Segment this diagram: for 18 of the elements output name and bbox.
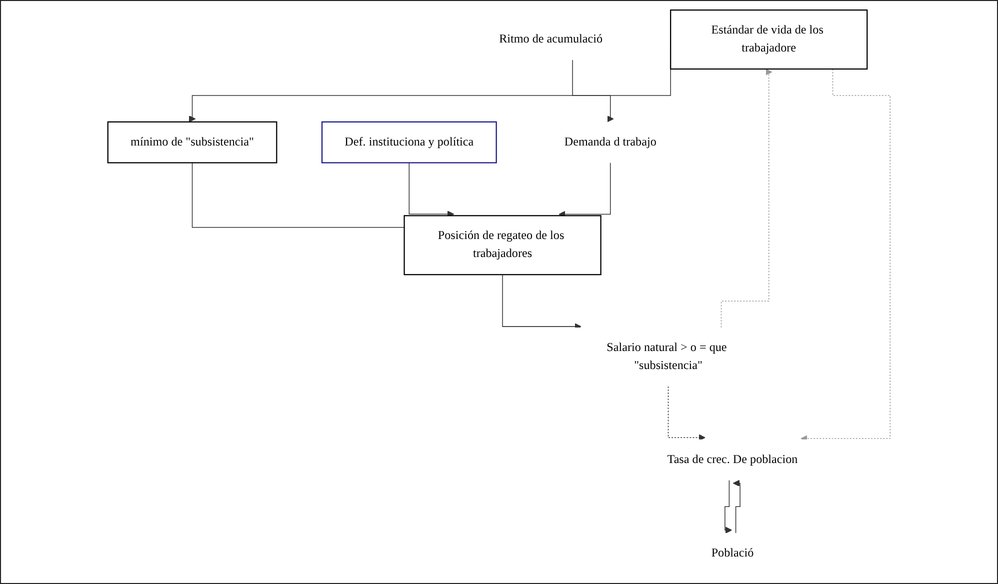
arrow xyxy=(408,162,454,218)
node-box: Posición de regateo de los trabajadores xyxy=(404,215,602,276)
node-text: Salario natural > o = que "subsistencia" xyxy=(606,341,727,372)
node-text: Ritmo de acumulació xyxy=(499,32,603,46)
arrow xyxy=(732,480,740,534)
node-text: Tasa de crec. De poblacion xyxy=(667,453,798,466)
arrow xyxy=(558,162,611,218)
arrow xyxy=(502,274,582,330)
node-text: Demanda d trabajo xyxy=(564,136,656,148)
node-box: Def. instituciona y política xyxy=(321,121,497,164)
node-box: Estándar de vida de los trabajadore xyxy=(670,9,868,70)
node-text: Població xyxy=(711,546,754,560)
node-box: mínimo de "subsistencia" xyxy=(107,121,278,164)
arrow xyxy=(668,386,706,441)
arrow xyxy=(724,480,732,534)
arrow xyxy=(572,60,614,122)
connector xyxy=(192,162,405,228)
arrow xyxy=(720,68,772,328)
